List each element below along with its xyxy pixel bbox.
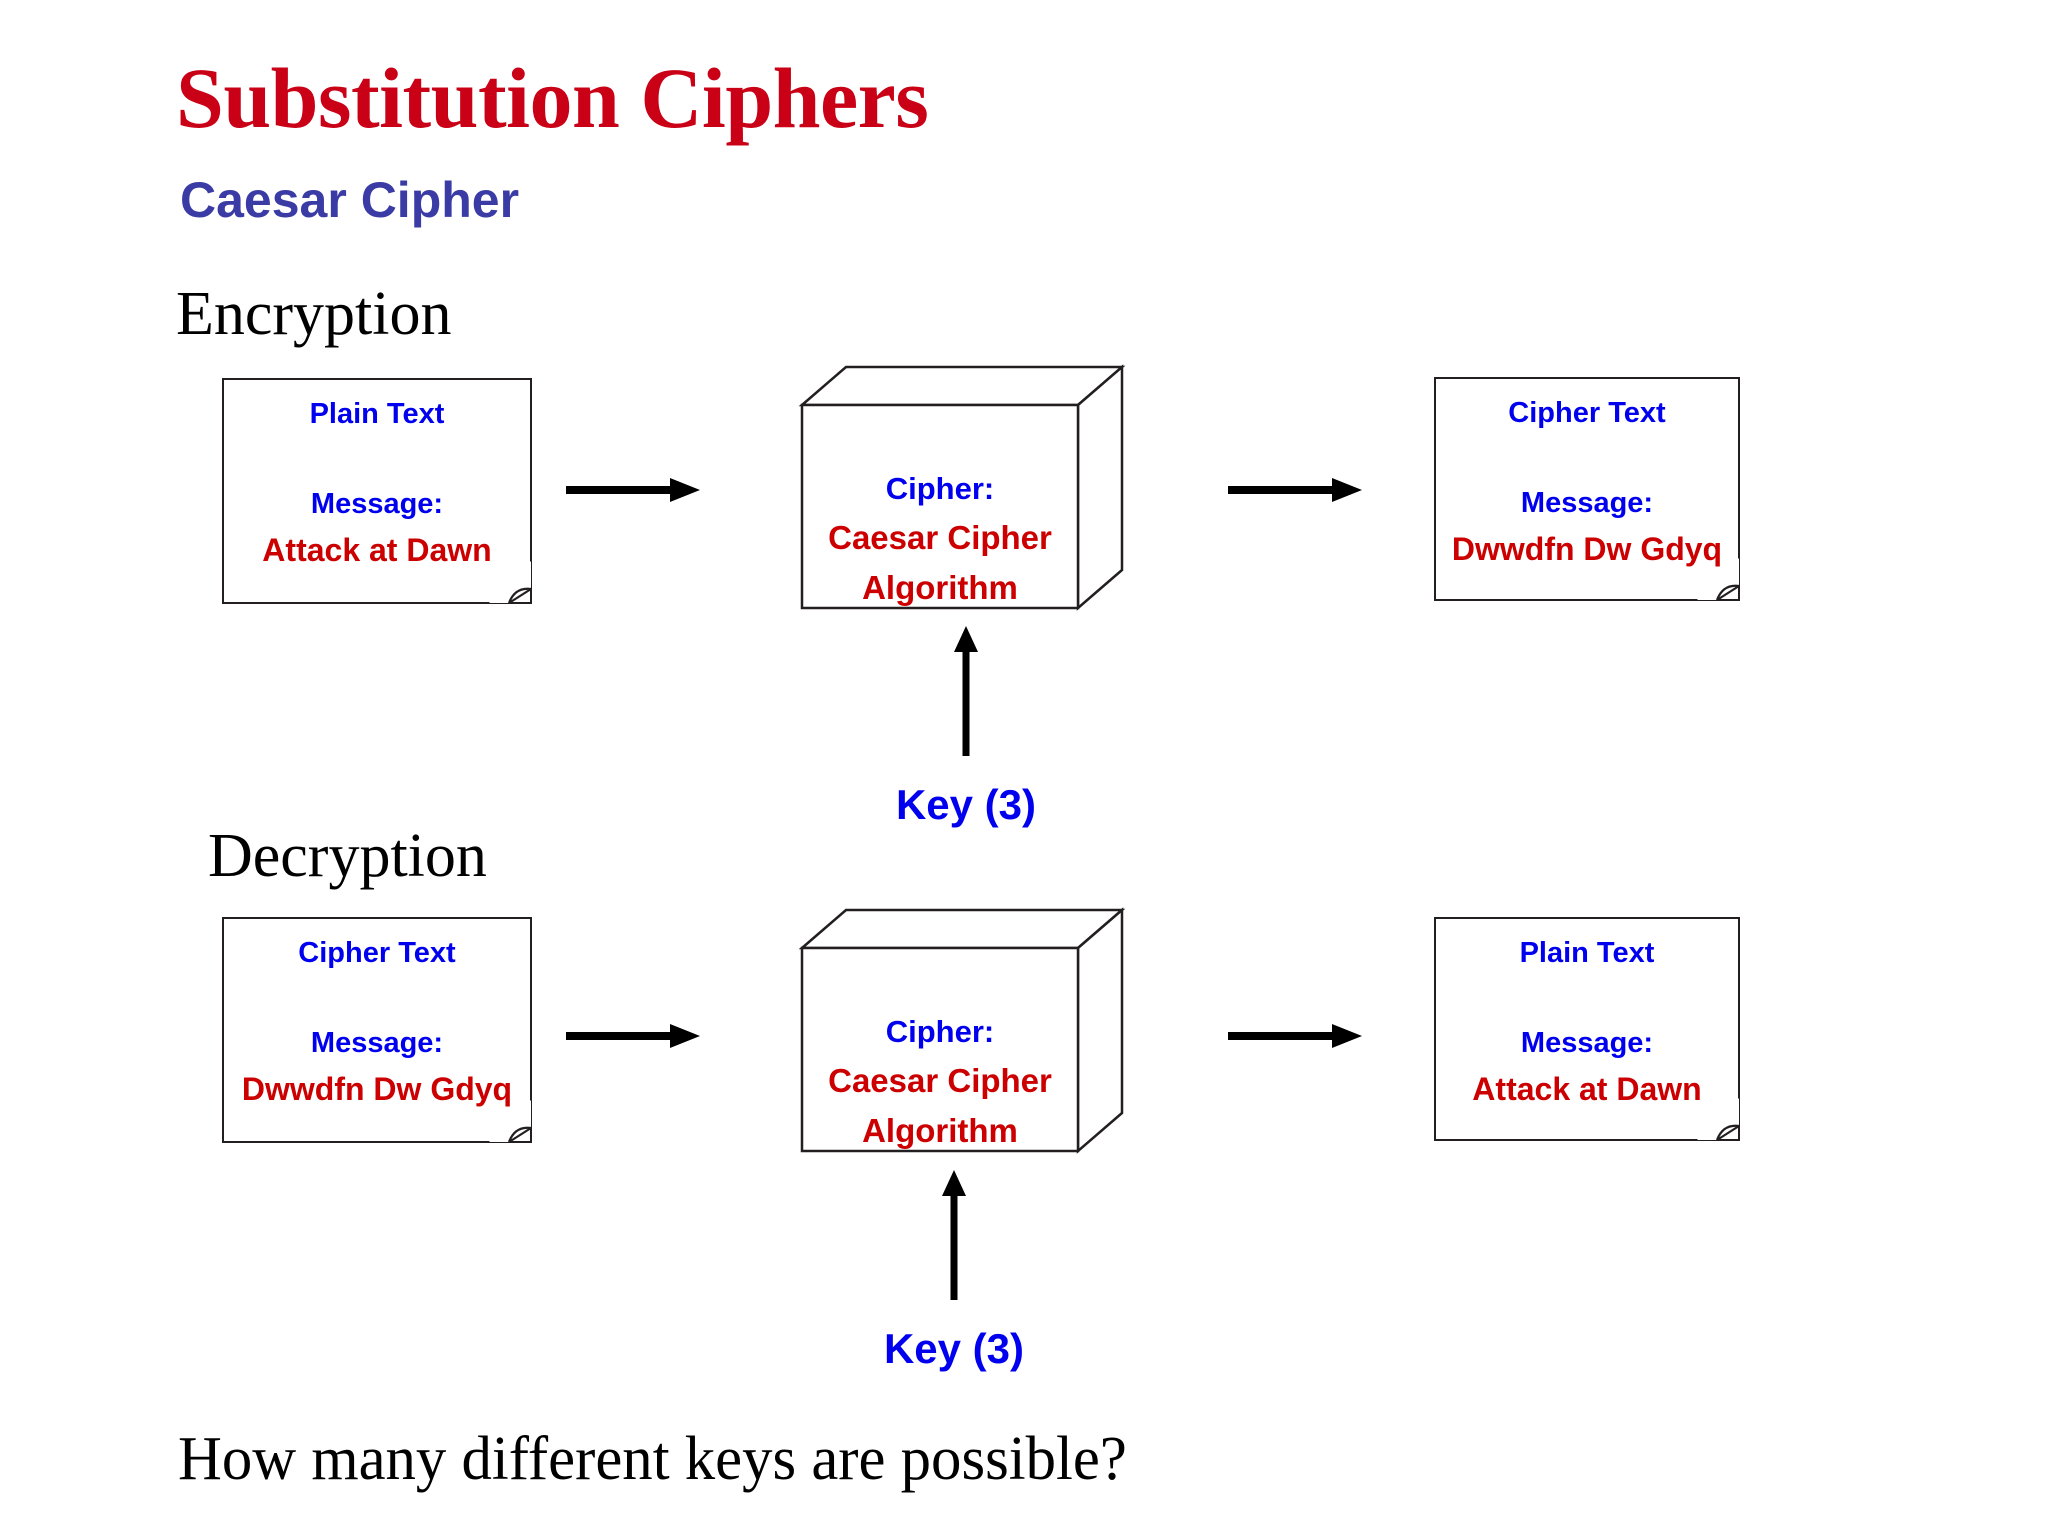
encryption-input-document: Plain Text Message: Attack at Dawn bbox=[222, 378, 532, 604]
decryption-cipher-line2: Caesar Cipher bbox=[828, 1062, 1052, 1099]
decryption-output-heading: Plain Text bbox=[1519, 937, 1655, 969]
decryption-key-label: Key (3) bbox=[883, 1325, 1025, 1372]
decryption-key-arrow bbox=[940, 1170, 968, 1300]
decryption-input-document: Cipher Text Message: Dwwdfn Dw Gdyq bbox=[222, 917, 532, 1143]
encryption-output-message-label: Message: bbox=[1520, 487, 1654, 519]
decryption-output-message-label: Message: bbox=[1520, 1027, 1654, 1059]
encryption-cipher-line1: Cipher: bbox=[885, 471, 995, 506]
encryption-cipher-line2: Caesar Cipher bbox=[828, 519, 1052, 556]
encryption-input-heading: Plain Text bbox=[309, 398, 445, 430]
encryption-key-label: Key (3) bbox=[895, 781, 1037, 828]
decryption-output-document: Plain Text Message: Attack at Dawn bbox=[1434, 917, 1740, 1141]
page-subtitle: Caesar Cipher bbox=[180, 172, 520, 228]
decryption-input-heading: Cipher Text bbox=[298, 937, 456, 969]
encryption-input-message-value: Attack at Dawn bbox=[262, 532, 492, 568]
encryption-key-arrow bbox=[952, 626, 980, 756]
encryption-input-message-label: Message: bbox=[310, 488, 444, 520]
encryption-output-message-value: Dwwdfn Dw Gdyq bbox=[1451, 531, 1723, 567]
encryption-output-document: Cipher Text Message: Dwwdfn Dw Gdyq bbox=[1434, 377, 1740, 601]
section-label-decryption: Decryption bbox=[208, 822, 487, 890]
encryption-arrow-1 bbox=[566, 476, 700, 504]
decryption-input-message-value: Dwwdfn Dw Gdyq bbox=[241, 1071, 513, 1107]
encryption-arrow-2 bbox=[1228, 476, 1362, 504]
encryption-cipher-box: Cipher: Caesar Cipher Algorithm bbox=[798, 364, 1126, 611]
decryption-cipher-line1: Cipher: bbox=[885, 1014, 995, 1049]
decryption-arrow-2 bbox=[1228, 1022, 1362, 1050]
decryption-cipher-line3: Algorithm bbox=[862, 1112, 1018, 1149]
decryption-input-message-label: Message: bbox=[310, 1027, 444, 1059]
decryption-arrow-1 bbox=[566, 1022, 700, 1050]
section-label-encryption: Encryption bbox=[176, 280, 452, 348]
encryption-output-heading: Cipher Text bbox=[1508, 397, 1666, 429]
decryption-cipher-box: Cipher: Caesar Cipher Algorithm bbox=[798, 907, 1126, 1154]
encryption-cipher-line3: Algorithm bbox=[862, 569, 1018, 606]
page-title: Substitution Ciphers bbox=[176, 50, 929, 146]
decryption-output-message-value: Attack at Dawn bbox=[1472, 1071, 1702, 1107]
closing-question: How many different keys are possible? bbox=[178, 1425, 1127, 1493]
